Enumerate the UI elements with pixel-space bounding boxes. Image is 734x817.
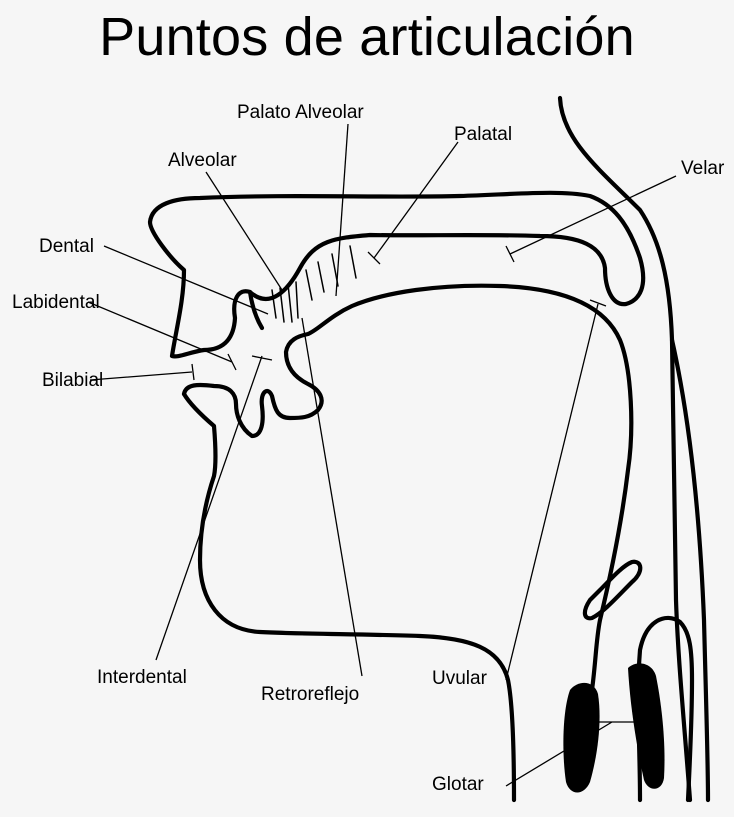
- label-alveolar: Alveolar: [168, 150, 237, 171]
- anatomy-outlines: [150, 98, 708, 800]
- leader-palatal: [368, 142, 458, 264]
- label-velar: Velar: [681, 158, 725, 179]
- leader-retroreflejo: [302, 318, 362, 676]
- leader-palato-alveolar: [336, 124, 348, 296]
- label-palatal: Palatal: [454, 124, 512, 145]
- vocal-fold-left: [563, 683, 599, 793]
- leader-bilabial: [90, 364, 194, 380]
- leader-uvular: [506, 300, 606, 680]
- leader-alveolar: [206, 172, 282, 290]
- articulation-labels: Palato Alveolar Palatal Alveolar Velar D…: [12, 102, 725, 795]
- vocal-fold-right: [628, 663, 665, 788]
- label-uvular: Uvular: [432, 668, 488, 689]
- leader-dental: [104, 246, 268, 314]
- label-labidental: Labidental: [12, 292, 100, 313]
- leader-labidental: [88, 302, 236, 370]
- label-palato-alveolar: Palato Alveolar: [237, 102, 364, 123]
- leader-velar: [506, 176, 676, 262]
- label-retroreflejo: Retroreflejo: [261, 684, 359, 705]
- leader-interdental: [156, 356, 272, 660]
- label-bilabial: Bilabial: [42, 370, 103, 391]
- label-interdental: Interdental: [97, 667, 187, 688]
- label-dental: Dental: [39, 236, 94, 257]
- label-glotar: Glotar: [432, 774, 484, 795]
- nasal-cavity-outline: [150, 193, 643, 357]
